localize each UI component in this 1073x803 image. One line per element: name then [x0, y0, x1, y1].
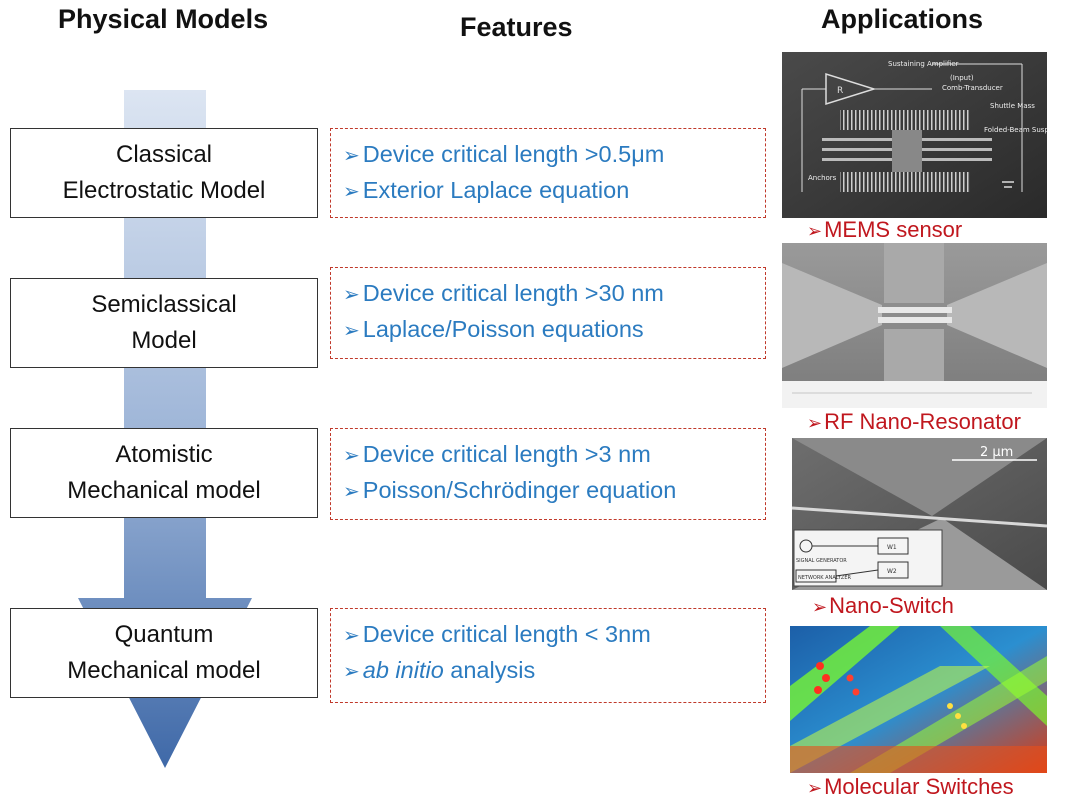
model-label-line1: Quantum — [114, 621, 214, 648]
feature-line: ➢Device critical length >0.5μm — [343, 141, 665, 167]
model-atomistic: Atomistic Mechanical model — [10, 428, 318, 518]
feature-line: ➢Device critical length >3 nm — [343, 441, 651, 467]
arrow-bullet-icon: ➢ — [807, 413, 823, 433]
model-label-line1: Classical — [115, 141, 213, 168]
arrow-bullet-icon: ➢ — [343, 284, 360, 306]
mems-text: Comb-Transducer — [942, 84, 1003, 92]
mems-text: Sustaining Amplifier — [888, 60, 959, 68]
model-label-line2: Mechanical model — [67, 657, 261, 684]
arrow-bullet-icon: ➢ — [343, 445, 360, 467]
feature-line: ➢Exterior Laplace equation — [343, 177, 630, 203]
app-label-mems: ➢MEMS sensor — [807, 217, 963, 242]
app-label-rf: ➢RF Nano-Resonator — [807, 409, 1021, 434]
nano-switch-text: W1 — [887, 544, 897, 551]
nano-switch-text: NETWORK ANALYZER — [798, 575, 852, 581]
feature-box-classical: ➢Device critical length >0.5μm ➢Exterior… — [330, 128, 766, 218]
arrow-bullet-icon: ➢ — [343, 481, 360, 503]
mems-text: (Input) — [950, 74, 974, 82]
nano-switch-text: SIGNAL GENERATOR — [796, 558, 847, 564]
arrow-bullet-icon: ➢ — [343, 320, 360, 342]
physical-models-header: Physical Models — [58, 4, 269, 34]
mems-sensor-image: R Sustaining Amplifier (Input) Comb-Tran… — [782, 52, 1047, 218]
arrow-bullet-icon: ➢ — [343, 625, 360, 647]
mems-text: Folded-Beam Suspension — [984, 126, 1047, 134]
feature-line: ➢Device critical length < 3nm — [343, 621, 651, 647]
molecular-switches-image — [790, 626, 1047, 773]
feature-box-quantum: ➢Device critical length < 3nm ➢ab initio… — [330, 608, 766, 703]
arrow-bullet-icon: ➢ — [343, 661, 360, 683]
arrow-bullet-icon: ➢ — [807, 778, 823, 798]
scale-bar-label: 2 μm — [980, 445, 1013, 460]
model-label-line2: Model — [131, 327, 197, 354]
model-semiclassical: Semiclassical Model — [10, 278, 318, 368]
rf-nano-resonator-image — [782, 243, 1047, 408]
model-classical: Classical Electrostatic Model — [10, 128, 318, 218]
applications-header: Applications — [821, 4, 984, 34]
model-label-line2: Mechanical model — [67, 477, 261, 504]
arrow-bullet-icon: ➢ — [343, 181, 360, 203]
feature-line: ➢Device critical length >30 nm — [343, 280, 664, 306]
feature-line: ➢ab initio analysis — [343, 657, 536, 683]
feature-box-atomistic: ➢Device critical length >3 nm ➢Poisson/S… — [330, 428, 766, 520]
model-quantum: Quantum Mechanical model — [10, 608, 318, 698]
model-label-line1: Atomistic — [115, 441, 213, 468]
model-label-line2: Electrostatic Model — [62, 177, 266, 204]
model-label-line1: Semiclassical — [91, 291, 237, 318]
nano-switch-image: 2 μm SIGNAL GENERATOR NETWORK ANALYZER W… — [792, 438, 1048, 590]
arrow-bullet-icon: ➢ — [343, 145, 360, 167]
mems-text: Anchors — [808, 174, 837, 182]
nano-switch-text: W2 — [887, 568, 897, 575]
feature-line: ➢Poisson/Schrödinger equation — [343, 477, 677, 503]
features-header: Features — [460, 12, 573, 42]
arrow-bullet-icon: ➢ — [812, 597, 828, 617]
feature-line: ➢Laplace/Poisson equations — [343, 316, 644, 342]
arrow-bullet-icon: ➢ — [807, 221, 823, 241]
svg-text:R: R — [837, 86, 843, 96]
feature-box-semiclassical: ➢Device critical length >30 nm ➢Laplace/… — [330, 267, 766, 359]
mems-text: Shuttle Mass — [990, 102, 1035, 110]
app-label-molecular: ➢Molecular Switches — [807, 774, 1014, 799]
app-label-nano-switch: ➢Nano-Switch — [812, 593, 954, 618]
